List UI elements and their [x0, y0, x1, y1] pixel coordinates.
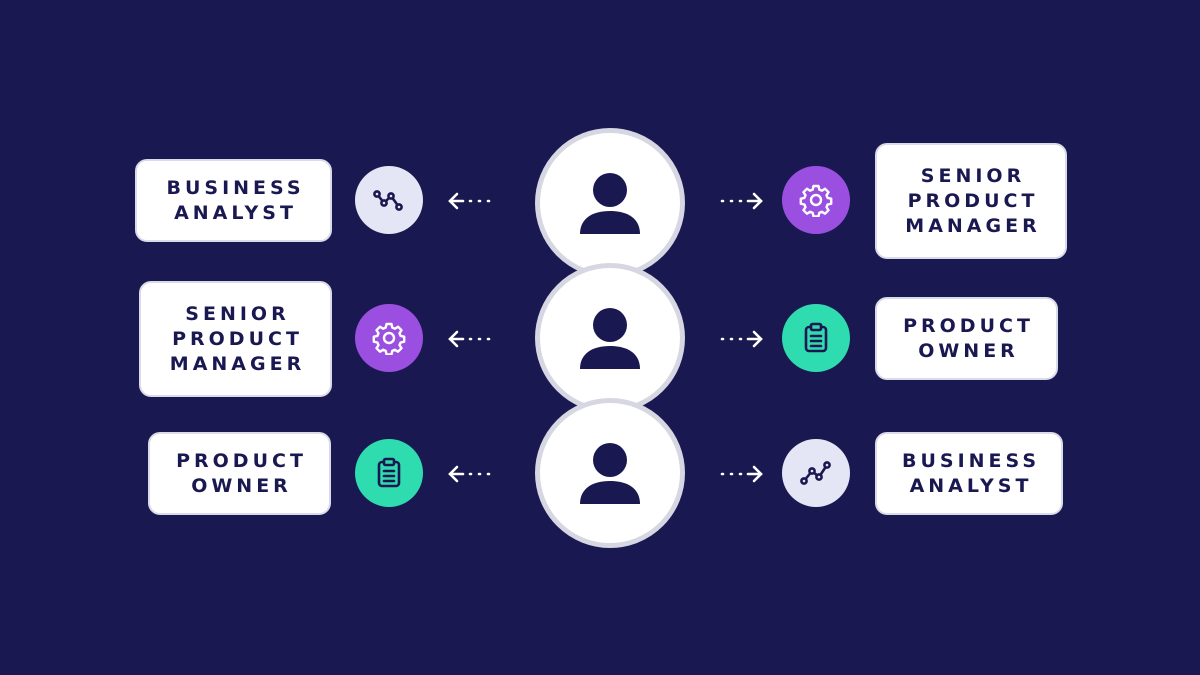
- right-role-senior-product-manager: SENIOR PRODUCT MANAGER: [875, 143, 1067, 259]
- role-label-line: OWNER: [918, 339, 1019, 362]
- role-label-line: PRODUCT: [903, 314, 1034, 337]
- role-label-line: SENIOR: [185, 302, 290, 325]
- left-role-business-analyst: BUSINESS ANALYST: [135, 159, 332, 242]
- left-role-senior-product-manager: SENIOR PRODUCT MANAGER: [139, 281, 332, 397]
- role-label-line: ANALYST: [909, 474, 1033, 497]
- user-icon: [535, 263, 685, 413]
- role-label-line: MANAGER: [905, 214, 1041, 237]
- role-label-line: SENIOR: [920, 164, 1026, 187]
- arrow-left-icon: [448, 330, 491, 348]
- left-role-product-owner: PRODUCT OWNER: [148, 432, 331, 515]
- arrow-right-icon: [720, 330, 763, 348]
- arrow-right-icon: [720, 465, 763, 483]
- analytics-icon: [355, 166, 423, 234]
- clipboard-icon: [355, 439, 423, 507]
- role-label-line: PRODUCT: [172, 327, 303, 350]
- arrow-left-icon: [448, 192, 491, 210]
- role-label-line: MANAGER: [169, 352, 306, 375]
- right-role-business-analyst: BUSINESS ANALYST: [875, 432, 1063, 515]
- gear-icon: [782, 166, 850, 234]
- analytics-icon: [782, 439, 850, 507]
- clipboard-icon: [782, 304, 850, 372]
- role-label-line: PRODUCT: [176, 449, 307, 472]
- role-label-line: BUSINESS: [901, 449, 1041, 472]
- gear-icon: [355, 304, 423, 372]
- user-icon: [535, 128, 685, 278]
- role-label-line: PRODUCT: [907, 189, 1039, 212]
- role-label-line: OWNER: [191, 474, 292, 497]
- role-label-line: ANALYST: [174, 201, 297, 224]
- role-label-line: BUSINESS: [166, 176, 305, 199]
- arrow-left-icon: [448, 465, 491, 483]
- right-role-product-owner: PRODUCT OWNER: [875, 297, 1058, 380]
- user-icon: [535, 398, 685, 548]
- arrow-right-icon: [720, 192, 763, 210]
